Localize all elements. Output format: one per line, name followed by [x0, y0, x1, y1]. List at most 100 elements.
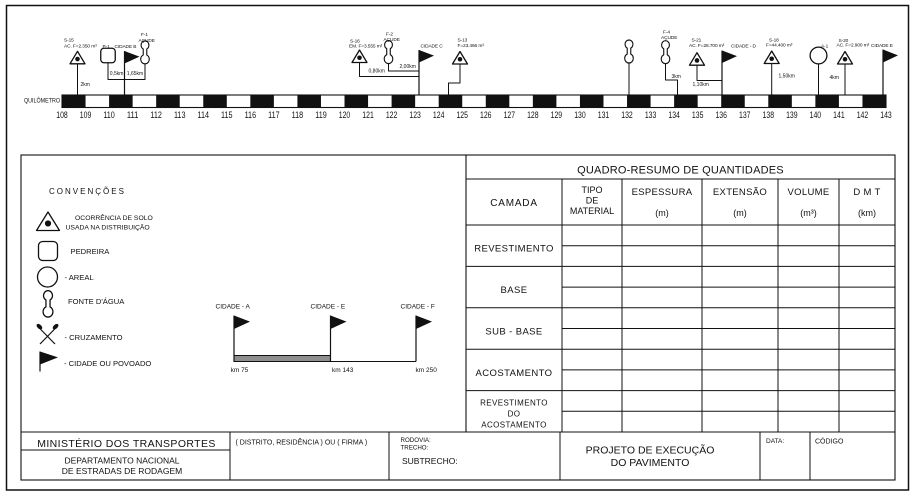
- leader-distance-text: 1,50km: [779, 74, 795, 80]
- occurrence-label: P-1: [103, 44, 111, 50]
- km-label: 142: [857, 110, 869, 120]
- km-label: 138: [763, 110, 775, 120]
- km-bar-segment: [250, 95, 274, 108]
- city-flag: [883, 49, 898, 63]
- legend-item-label: - AREAL: [65, 273, 94, 282]
- leader-line: [388, 63, 419, 72]
- occurrence-label: F=23.466 m³: [458, 43, 485, 49]
- table-header: DE: [586, 196, 599, 206]
- km-label: 108: [56, 110, 68, 120]
- table-header: MATERIAL: [570, 206, 614, 216]
- table-header-unit: (m): [733, 208, 747, 218]
- city-flag: [722, 50, 737, 63]
- soil-occurrence-symbol: [451, 50, 469, 65]
- city-flag: [330, 315, 347, 329]
- km-label: 114: [198, 110, 210, 120]
- leader-distance-text: 4km: [830, 75, 839, 81]
- km-label: 127: [504, 110, 516, 120]
- km-label: 124: [433, 110, 445, 120]
- crossing-flag: [36, 323, 43, 330]
- table-header: TIPO: [581, 185, 602, 195]
- date-label: DATA:: [766, 438, 784, 445]
- km-label: 133: [645, 110, 657, 120]
- route-city-km: km 75: [231, 367, 249, 374]
- occurrence-label: AÇUDE: [384, 37, 400, 43]
- km-bar-segment: [62, 95, 86, 108]
- occurrence-label: S-18: [769, 38, 779, 44]
- km-bar-segment: [485, 95, 510, 108]
- km-label: 115: [221, 110, 233, 120]
- km-bar-segment: [862, 95, 886, 108]
- occurrence-label: CIDADE B: [115, 44, 137, 50]
- leader-distance-text: 0,5km: [110, 71, 124, 77]
- km-label: 116: [245, 110, 257, 120]
- occurrence-label: CIDADE - D: [731, 43, 756, 49]
- occurrence-label: EM. F=3.555 m³: [349, 44, 383, 50]
- occurrence-label: S-15: [64, 37, 74, 43]
- km-label: 137: [739, 110, 751, 120]
- km-label: 118: [292, 110, 304, 120]
- km-label: 129: [551, 110, 563, 120]
- route-project-segment: [233, 355, 331, 362]
- legend-title: CONVENÇÕES: [49, 187, 126, 196]
- city-flag: [40, 351, 58, 365]
- km-label: 143: [880, 110, 892, 120]
- route-city-km: km 143: [332, 367, 354, 374]
- water-source-symbol: [42, 290, 54, 318]
- district-label: ( DISTRITO, RESIDÊNCIA ) OU ( FIRMA ): [236, 438, 368, 447]
- department-name: DE ESTRADAS DE RODAGEM: [62, 466, 182, 476]
- table-header: VOLUME: [788, 187, 830, 198]
- km-label: 126: [480, 110, 492, 120]
- km-label: 130: [574, 110, 586, 120]
- legend-item-label: OCORRÊNCIA DE SOLO: [75, 213, 153, 222]
- km-bar-segment: [627, 95, 651, 108]
- occurrence-label: S-16: [350, 38, 360, 44]
- substretch-label: SUBTRECHO:: [402, 456, 458, 466]
- leader-distance-text: 0,80km: [369, 68, 385, 74]
- soil-occurrence-symbol: [688, 52, 706, 66]
- km-bar-segment: [674, 95, 698, 108]
- km-label: 139: [786, 110, 798, 120]
- code-label: CÓDIGO: [815, 437, 844, 446]
- table-row-label: REVESTIMENTO: [474, 244, 554, 255]
- project-title: DO PAVIMENTO: [611, 457, 690, 469]
- route-city-km: km 250: [416, 367, 438, 374]
- route-city-name: CIDADE - F: [401, 304, 435, 311]
- km-label: 125: [456, 110, 468, 120]
- soil-occurrence-symbol: [763, 50, 780, 65]
- page-border: [5, 4, 910, 491]
- table-row-label: ACOSTAMENTO: [481, 420, 546, 429]
- km-label: 136: [715, 110, 727, 120]
- km-label: 109: [80, 110, 92, 120]
- soil-occurrence-dot: [44, 220, 52, 227]
- city-flag: [234, 315, 250, 329]
- leader-line: [696, 65, 722, 81]
- km-label: 122: [386, 110, 398, 120]
- occurrence-label: A-1: [821, 43, 829, 49]
- quarry-symbol: [100, 47, 116, 64]
- soil-occurrence-dot: [694, 58, 700, 63]
- table-header: D M T: [853, 187, 880, 198]
- km-bar-segment: [109, 95, 133, 108]
- water-source-symbol: [383, 40, 394, 65]
- leader-line: [448, 64, 461, 95]
- table-header-unit: (m): [655, 208, 669, 218]
- km-label: 132: [621, 110, 633, 120]
- table-header: ESPESSURA: [632, 187, 693, 198]
- table-title: QUADRO-RESUMO DE QUANTIDADES: [577, 165, 784, 177]
- table-row-label: REVESTIMENTO: [480, 398, 548, 407]
- soil-occurrence-dot: [75, 56, 80, 62]
- km-bar-segment: [579, 95, 604, 108]
- legend-item-label: - CRUZAMENTO: [65, 333, 123, 342]
- km-bar-segment: [344, 95, 369, 108]
- soil-occurrence-dot: [457, 56, 463, 62]
- leader-line: [359, 62, 419, 77]
- km-bar-segment: [815, 95, 839, 108]
- soil-occurrence-symbol: [351, 49, 368, 64]
- city-flag: [124, 51, 140, 64]
- route-city-name: CIDADE - E: [311, 304, 346, 311]
- ministry-name: MINISTÉRIO DOS TRANSPORTES: [37, 437, 216, 450]
- km-label: 131: [598, 110, 610, 120]
- occurrence-label: F=44.400 m³: [766, 43, 793, 49]
